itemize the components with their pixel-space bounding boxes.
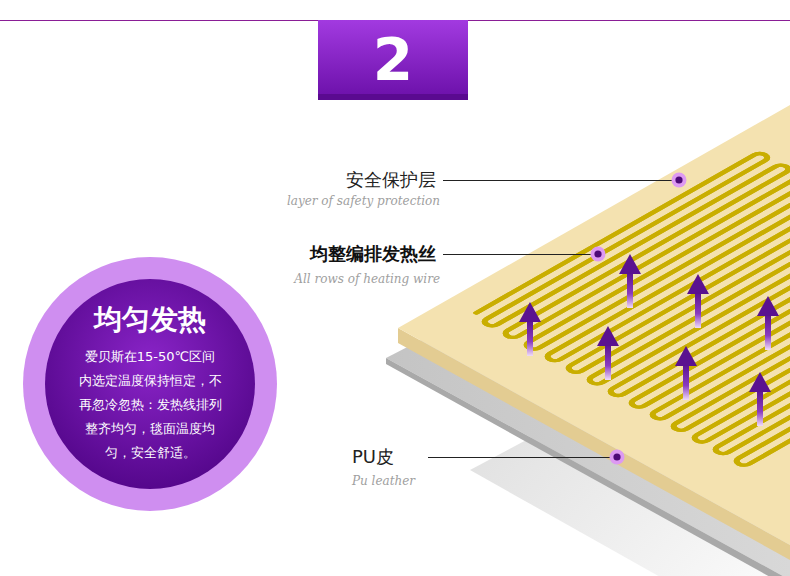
layer-label-en: All rows of heating wire xyxy=(294,272,440,286)
layer-label: 安全保护层 xyxy=(346,168,436,192)
feature-circle: 均匀发热爱贝斯在15-50℃区间 内选定温度保持恒定，不 再忽冷忽热：发热线排列… xyxy=(22,256,278,512)
step-number-box: 2 xyxy=(318,20,468,100)
layer-label: PU皮 xyxy=(352,445,394,469)
leader-lines xyxy=(428,173,687,465)
layer-label: 均整编排发热丝 xyxy=(310,242,436,266)
layer-label-en: layer of safety protection xyxy=(287,194,440,208)
heating-wire xyxy=(471,152,790,467)
protect-layer xyxy=(398,105,790,545)
node-heading: 均匀发热 xyxy=(94,303,206,337)
heat-arrows xyxy=(519,254,779,426)
layer-label-en: Pu leather xyxy=(352,474,415,488)
node-body: 爱贝斯在15-50℃区间 内选定温度保持恒定，不 再忽冷忽热：发热线排列 整齐均… xyxy=(70,345,230,465)
node-heading: 2 xyxy=(373,31,413,89)
